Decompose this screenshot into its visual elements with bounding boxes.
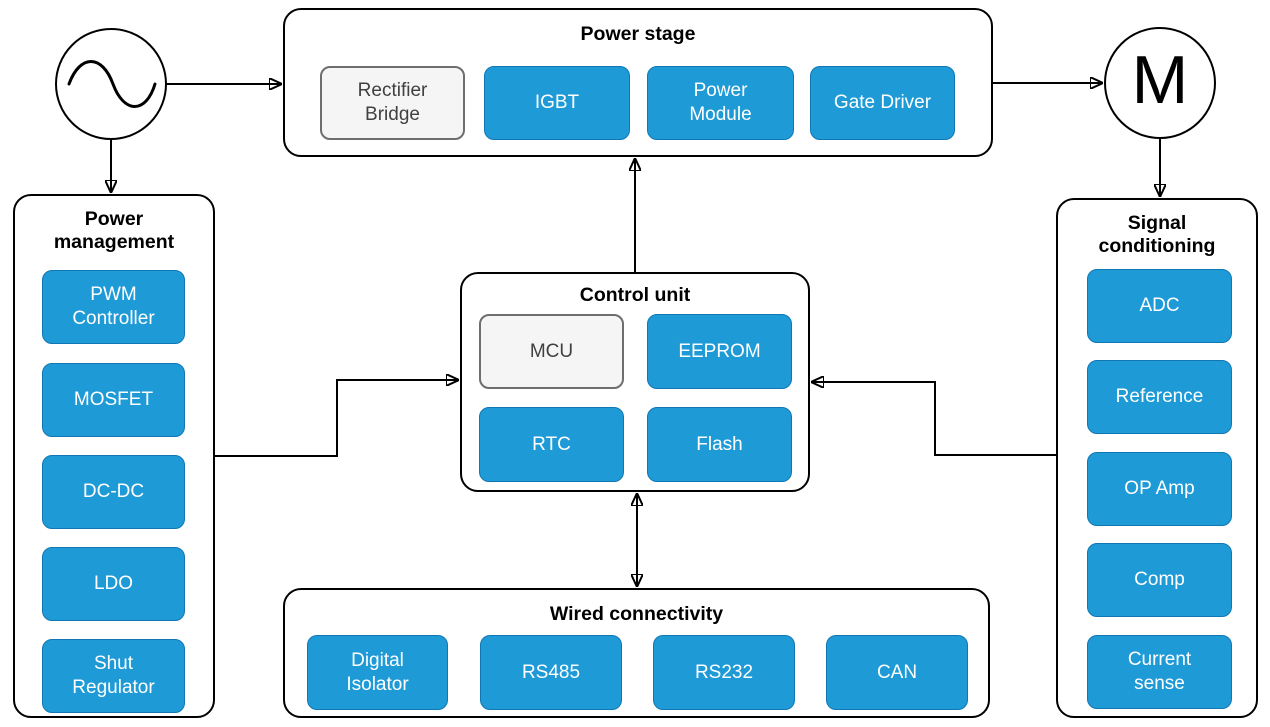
group-title-power-management: Power management (53, 208, 175, 254)
chip-gate-driver: Gate Driver (810, 66, 955, 140)
chip-flash: Flash (647, 407, 792, 482)
edge-power-management-to-control-unit (215, 380, 458, 457)
group-power-stage: Power stage Rectifier Bridge IGBT Power … (283, 8, 993, 157)
chip-ldo: LDO (42, 547, 185, 621)
chip-mcu: MCU (479, 314, 624, 389)
chip-current-sense: Current sense (1087, 635, 1232, 709)
chip-pwm-controller: PWM Controller (42, 270, 185, 344)
chip-power-module: Power Module (647, 66, 794, 140)
chip-comp: Comp (1087, 543, 1232, 617)
chip-rs232: RS232 (653, 635, 795, 710)
chip-can: CAN (826, 635, 968, 710)
chip-adc: ADC (1087, 269, 1232, 343)
group-title-wired-connectivity: Wired connectivity (549, 603, 724, 625)
chip-digital-isolator: Digital Isolator (307, 635, 448, 710)
chip-op-amp: OP Amp (1087, 452, 1232, 526)
edge-signal-conditioning-to-control-unit (812, 382, 1056, 456)
motor-label: M (1131, 42, 1189, 118)
chip-eeprom: EEPROM (647, 314, 792, 389)
chip-rs485: RS485 (480, 635, 622, 710)
group-title-power-stage: Power stage (580, 23, 696, 45)
group-signal-conditioning: Signal conditioning ADC Reference OP Amp… (1056, 198, 1258, 718)
ac-source-node (55, 28, 167, 140)
sine-wave-icon (67, 60, 157, 108)
group-title-signal-conditioning: Signal conditioning (1098, 212, 1216, 258)
group-title-control-unit: Control unit (579, 284, 691, 306)
chip-dc-dc: DC-DC (42, 455, 185, 529)
group-control-unit: Control unit MCU EEPROM RTC Flash (460, 272, 810, 492)
group-power-management: Power management PWM Controller MOSFET D… (13, 194, 215, 718)
motor-node: M (1104, 27, 1216, 139)
chip-shut-regulator: Shut Regulator (42, 639, 185, 713)
chip-igbt: IGBT (484, 66, 630, 140)
group-wired-connectivity: Wired connectivity Digital Isolator RS48… (283, 588, 990, 718)
chip-mosfet: MOSFET (42, 363, 185, 437)
chip-reference: Reference (1087, 360, 1232, 434)
chip-rectifier-bridge: Rectifier Bridge (320, 66, 465, 140)
chip-rtc: RTC (479, 407, 624, 482)
